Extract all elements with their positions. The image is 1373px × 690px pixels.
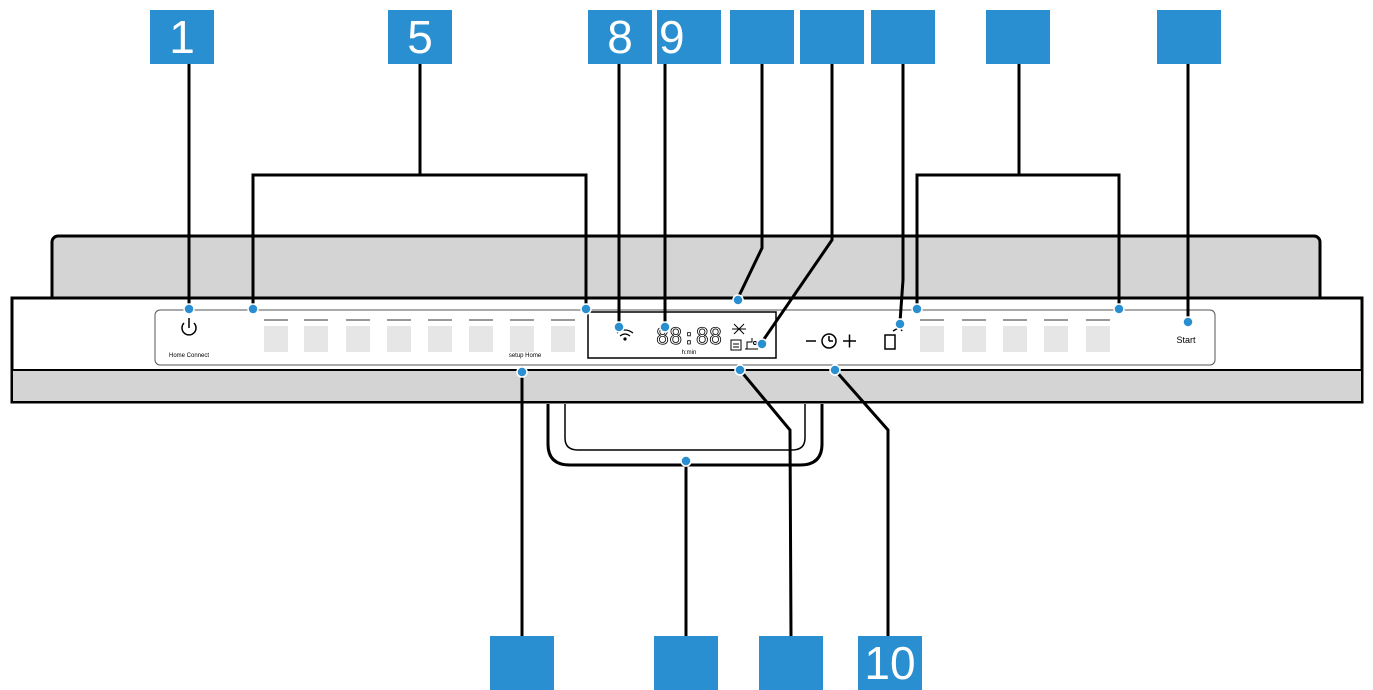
rinse-aid-icon <box>732 323 746 335</box>
callout-empty-bottom-3 <box>759 636 823 690</box>
plus-icon[interactable] <box>843 334 856 348</box>
leader-lines <box>187 64 1190 637</box>
program-button-4[interactable] <box>387 326 411 352</box>
callout-empty-top-2 <box>800 10 864 64</box>
callout-empty-top-5 <box>1157 10 1221 64</box>
time-unit: h:min <box>682 350 697 356</box>
callout-9: 9 <box>657 10 721 64</box>
option-label: setup Home <box>509 353 542 359</box>
option-buttons-right <box>920 319 1110 352</box>
callout-empty-top-3 <box>871 10 935 64</box>
program-button-1[interactable] <box>264 326 288 352</box>
callout-empty-top-1 <box>730 10 794 64</box>
option-button-3[interactable] <box>1003 326 1027 352</box>
panel-top-strip <box>50 234 1322 308</box>
program-button-3[interactable] <box>346 326 370 352</box>
callout-empty-bottom-2 <box>654 636 718 690</box>
callout-10: 10 <box>858 636 922 690</box>
panel-bottom-strip <box>13 370 1361 401</box>
callout-8: 8 <box>588 10 652 64</box>
callout-empty-bottom-1 <box>490 636 554 690</box>
callout-1: 1 <box>150 10 214 64</box>
callout-5: 5 <box>388 10 452 64</box>
callout-empty-top-4 <box>986 10 1050 64</box>
power-button-label: Home Connect <box>169 353 209 359</box>
power-icon <box>181 318 197 336</box>
option-button-1[interactable] <box>920 326 944 352</box>
option-button-2[interactable] <box>962 326 986 352</box>
program-button-8[interactable] <box>551 326 575 352</box>
program-button-7[interactable] <box>510 326 534 352</box>
program-button-5[interactable] <box>428 326 452 352</box>
program-buttons-left <box>264 319 575 352</box>
salt-icon <box>730 339 742 351</box>
option-button-5[interactable] <box>1086 326 1110 352</box>
option-button-4[interactable] <box>1044 326 1068 352</box>
program-button-2[interactable] <box>304 326 328 352</box>
program-button-6[interactable] <box>469 326 493 352</box>
leader-dots <box>183 294 1194 467</box>
start-button[interactable]: Start <box>1176 335 1196 345</box>
clock-icon <box>821 333 837 349</box>
